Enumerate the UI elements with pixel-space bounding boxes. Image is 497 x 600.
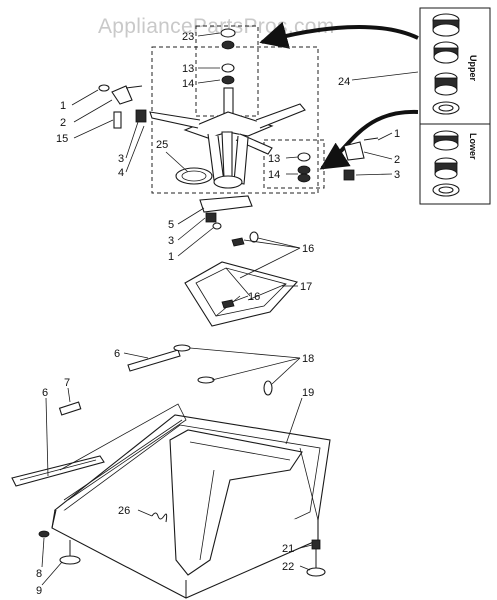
callout-6: 6 [114, 348, 120, 360]
callout-13: 13 [182, 63, 194, 75]
lower-brake-parts [199, 195, 253, 230]
callout-1: 1 [60, 100, 66, 112]
callout-16: 16 [248, 291, 260, 303]
callout-6: 6 [42, 387, 48, 399]
callout-5: 5 [168, 219, 174, 231]
callout-2: 2 [394, 154, 400, 166]
seal-ring [175, 167, 213, 185]
transmission-assembly [149, 87, 306, 189]
mounting-plate [184, 261, 299, 327]
bearing-inset: Upper Lower [419, 7, 491, 205]
callout-19: 19 [302, 387, 314, 399]
upper-bearing-set [432, 13, 460, 115]
left-brake-parts [98, 84, 147, 129]
lower-bearing-set [432, 130, 460, 197]
base-frame [51, 403, 331, 599]
upper-shaft-parts [220, 28, 236, 85]
callout-1: 1 [394, 128, 400, 140]
callout-26: 26 [118, 505, 130, 517]
lower-label: Lower [468, 133, 478, 160]
callout-24: 24 [338, 76, 350, 88]
callout-9: 9 [36, 585, 42, 597]
callout-3: 3 [394, 169, 400, 181]
mount-pads [231, 231, 259, 247]
spring-clip [151, 512, 168, 523]
callout-21: 21 [282, 543, 294, 555]
arrow-upper-bearings [259, 21, 419, 49]
callout-13: 13 [268, 153, 280, 165]
callout-22: 22 [282, 561, 294, 573]
brace-upper [127, 349, 181, 372]
callout-7: 7 [64, 377, 70, 389]
brace-left [11, 455, 105, 487]
callout-14: 14 [182, 78, 194, 90]
callout-15: 15 [56, 133, 68, 145]
callout-16: 16 [302, 243, 314, 255]
pin [58, 401, 82, 416]
callout-3: 3 [118, 153, 124, 165]
callout-1: 1 [168, 251, 174, 263]
callout-labels: 23 13 14 24 1 2 15 3 4 25 1 2 3 13 14 5 … [36, 31, 400, 597]
callout-23: 23 [182, 31, 194, 43]
callout-14: 14 [268, 169, 280, 181]
callout-18: 18 [302, 353, 314, 365]
leveling-leg-left [38, 530, 81, 565]
callout-17: 17 [300, 281, 312, 293]
callout-25: 25 [156, 139, 168, 151]
callout-3: 3 [168, 235, 174, 247]
upper-label: Upper [468, 55, 478, 82]
leveling-leg-right [306, 539, 326, 577]
isolator-pads [173, 344, 273, 396]
callout-4: 4 [118, 167, 124, 179]
callout-2: 2 [60, 117, 66, 129]
arrow-lower-bearings [319, 109, 419, 170]
callout-8: 8 [36, 568, 42, 580]
right-brake-parts [297, 137, 379, 183]
leader-lines [41, 32, 419, 586]
